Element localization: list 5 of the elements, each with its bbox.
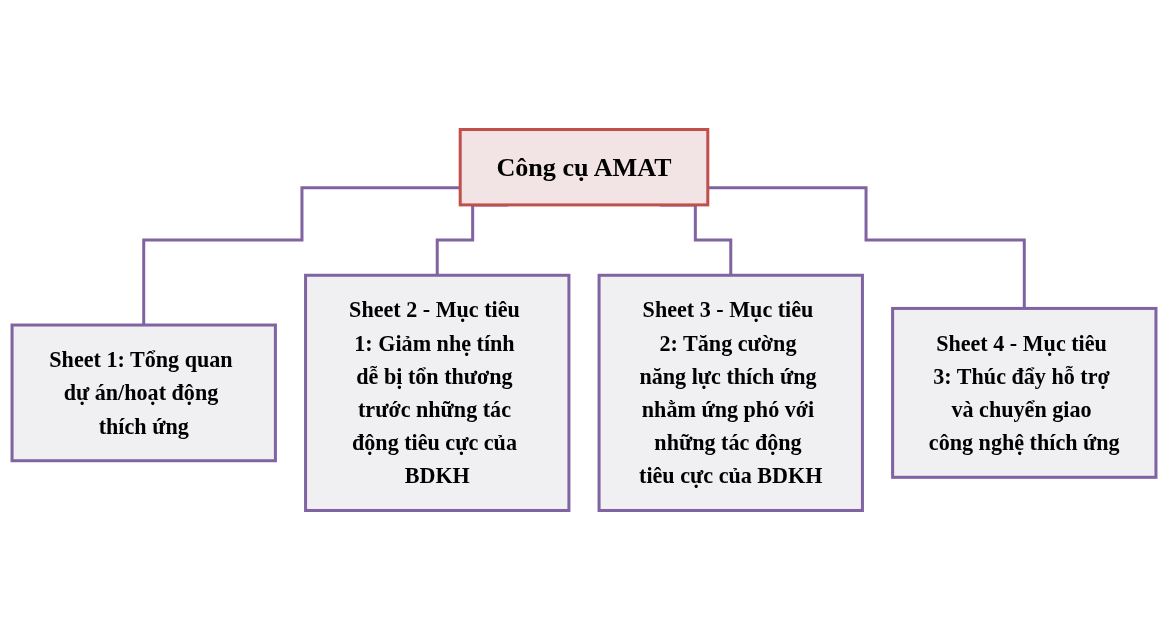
node-box: Sheet 2 - Mục tiêu 1: Giảm nhẹ tính dễ bị tổn thương trước những tác động tiêu cực của BDKH: [304, 273, 571, 512]
node-box: Sheet 3 - Mục tiêu 2: Tăng cường năng lực thích ứng nhằm ứng phó với những tác động tiêu cực của BDKH: [597, 273, 864, 512]
node-box: Sheet 4 - Mục tiêu 3: Thúc đẩy hỗ trợ và chuyển giao công nghệ thích ứng: [891, 306, 1158, 479]
node-box: Sheet 1: Tổng quan dự án/hoạt động thích ứng: [10, 323, 277, 463]
node-box: Công cụ AMAT: [458, 128, 710, 207]
